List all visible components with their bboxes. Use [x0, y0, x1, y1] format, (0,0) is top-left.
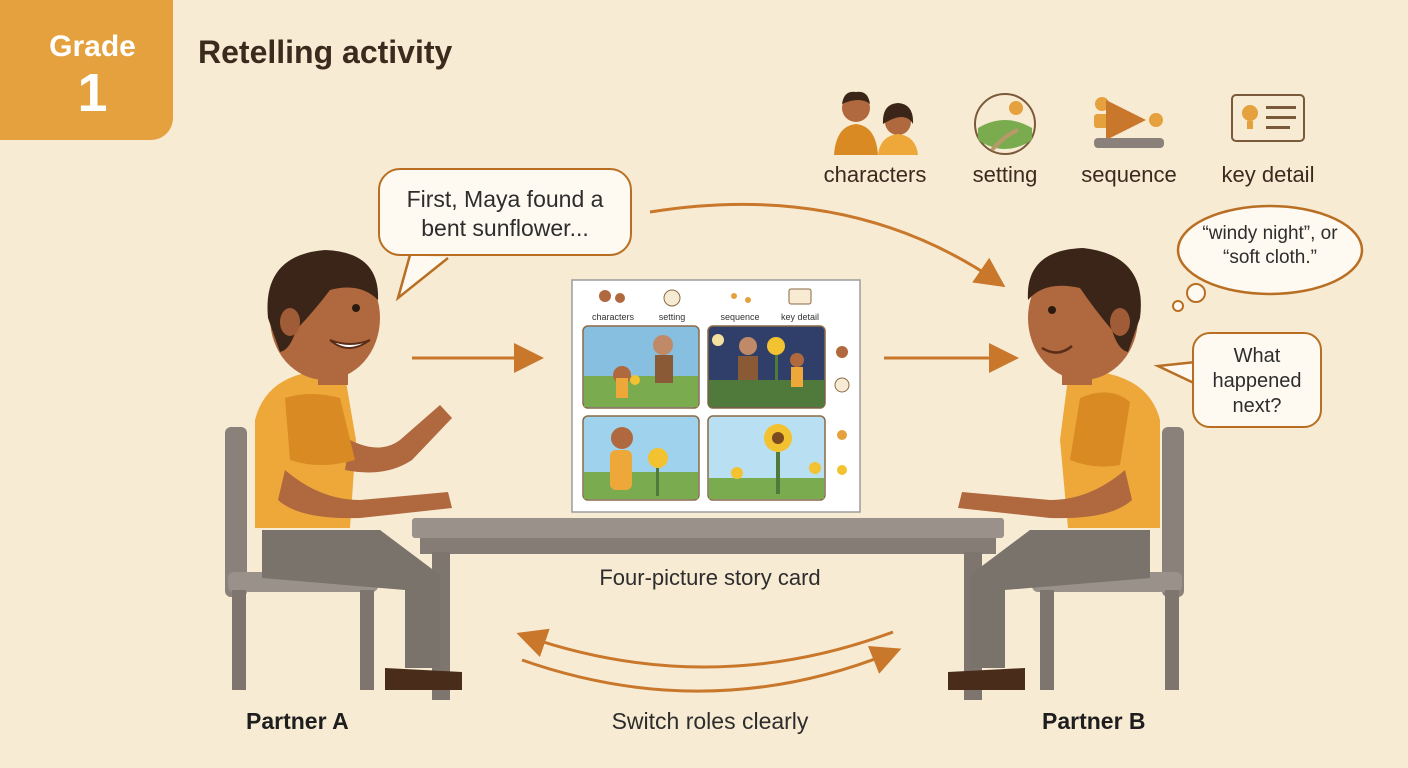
thought-dot-small: [1172, 300, 1184, 312]
grade-label: Grade: [49, 30, 136, 63]
sequence-icon: [1094, 97, 1164, 148]
partner-a-figure: [255, 250, 462, 690]
switch-roles-label: Switch roles clearly: [611, 708, 809, 734]
story-card-caption: Four-picture story card: [599, 565, 821, 590]
partner-b-label: Partner B: [1042, 708, 1146, 734]
partner-a-speech-bubble: First, Maya found a bent sunflower...: [378, 168, 632, 256]
legend-label-key-detail: key detail: [1221, 162, 1315, 187]
speech-tail-b: [1153, 360, 1197, 386]
switch-arrow-left: [516, 628, 894, 669]
partner-b-thought-text: “windy night”, or “soft cloth.”: [1202, 223, 1338, 268]
characters-icon: [834, 91, 918, 155]
key-detail-icon: [1231, 94, 1305, 142]
partner-b-figure: [948, 248, 1160, 690]
legend-label-setting: setting: [972, 162, 1038, 187]
card-mini-label-key-detail: key detail: [780, 312, 820, 322]
arrow-bubble-to-b: [649, 202, 1006, 288]
story-card: [571, 279, 861, 513]
switch-arrow-right: [521, 645, 902, 693]
partner-b-speech-text: What happened next?: [1212, 345, 1302, 417]
card-mini-label-setting: setting: [658, 312, 686, 322]
partner-a-speech-text: First, Maya found a bent sunflower...: [406, 186, 604, 241]
thought-cloud: [1176, 204, 1364, 296]
legend-label-characters: characters: [823, 162, 927, 187]
grade-badge: Grade 1: [0, 0, 173, 140]
legend-label-sequence: sequence: [1081, 162, 1177, 187]
setting-icon: [974, 93, 1036, 155]
page-title: Retelling activity: [198, 34, 453, 70]
partner-a-label: Partner A: [246, 708, 349, 734]
partner-b-speech-bubble: What happened next?: [1192, 332, 1322, 428]
card-mini-label-characters: characters: [591, 312, 635, 322]
table: [412, 518, 1004, 700]
thought-dot-large: [1186, 283, 1206, 303]
card-mini-label-sequence: sequence: [720, 312, 760, 322]
speech-tail-a: [395, 254, 449, 302]
grade-number: 1: [77, 63, 108, 123]
